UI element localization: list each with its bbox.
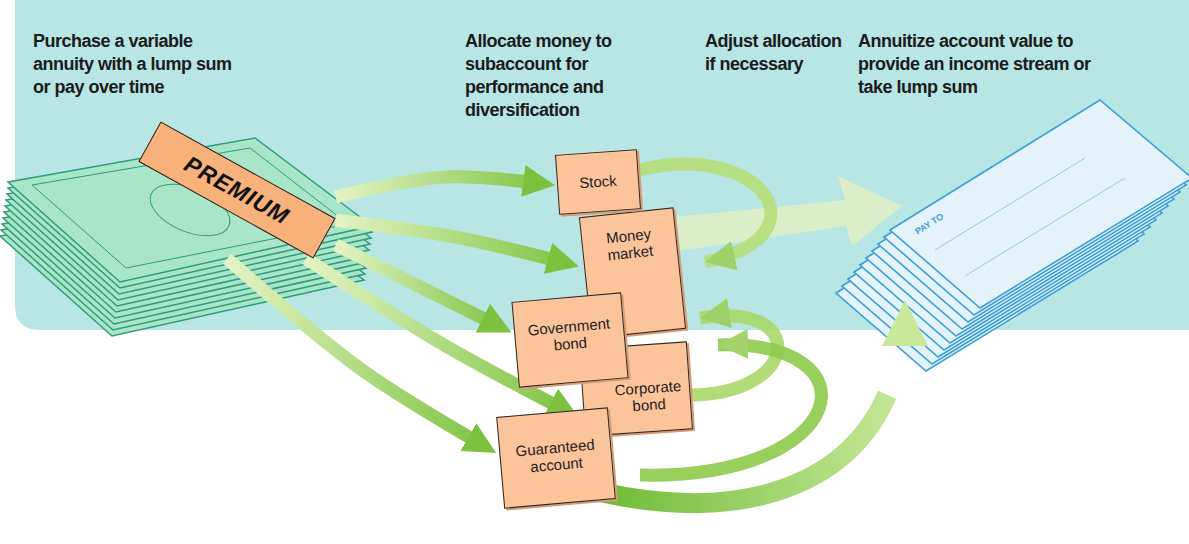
subaccount-box: Guaranteed account <box>496 407 616 508</box>
node-text: Government bond <box>520 314 619 356</box>
payout-arrow <box>665 176 902 252</box>
node-text: Corporate bond <box>610 377 686 416</box>
allocation-arrow <box>336 177 555 197</box>
node-text: Guaranteed account <box>508 435 605 477</box>
node-text: PREMIUM <box>180 150 294 230</box>
step-heading: Allocate money to subaccount for perform… <box>465 30 650 122</box>
subaccount-box: Government bond <box>511 292 628 387</box>
node-text: Stock <box>579 172 618 192</box>
check-text: PAY TO <box>913 202 961 237</box>
check-stack <box>836 100 1189 371</box>
premium-band: PREMIUM <box>138 121 335 258</box>
node-text: Money market <box>589 223 669 265</box>
step-heading: Purchase a variable annuity with a lump … <box>33 30 238 99</box>
step-heading: Annuitize account value to provide an in… <box>858 30 1108 99</box>
step-heading: Adjust allocation if necessary <box>705 30 845 76</box>
allocation-arrow <box>227 259 496 453</box>
subaccount-box: Stock <box>555 149 641 215</box>
reallocation-loop <box>690 316 778 395</box>
